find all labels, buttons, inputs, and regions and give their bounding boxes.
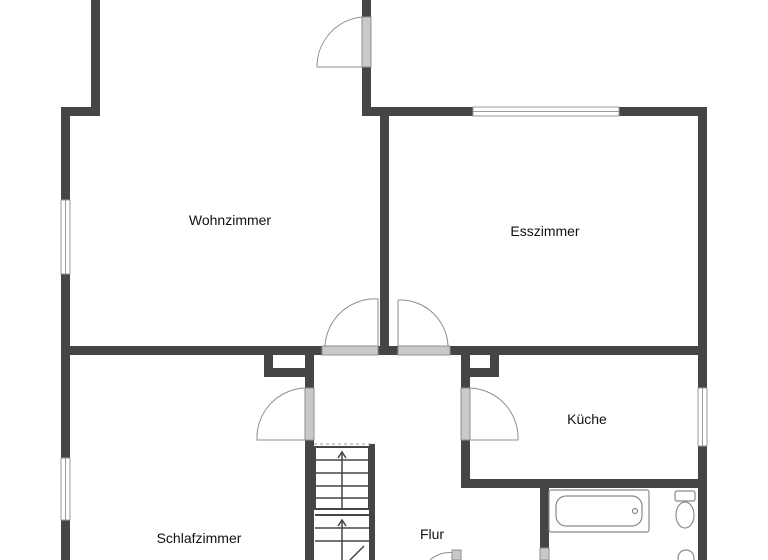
walls: [61, 0, 707, 560]
door-dining-room: [397, 345, 451, 356]
door-entrance: [361, 16, 372, 68]
room-label-wohnzimmer: Wohnzimmer: [189, 212, 272, 228]
wall-top-left-step: [61, 107, 100, 116]
wall-bedroom-hall: [305, 355, 314, 560]
doors: [256, 16, 550, 560]
toilet-tank: [674, 490, 696, 502]
bathroom-fixtures: [548, 489, 696, 560]
room-label-kueche: Küche: [567, 411, 607, 427]
door-bathroom: [539, 547, 550, 560]
room-label-flur: Flur: [420, 526, 444, 542]
staircase: [314, 443, 375, 560]
wall-bath-left: [540, 479, 549, 560]
toilet: [675, 501, 695, 529]
room-label-esszimmer: Esszimmer: [510, 223, 580, 239]
wall-top-left-vertical: [91, 0, 100, 114]
wall-stair-right: [369, 444, 375, 560]
wall-mid-horizontal: [61, 346, 707, 355]
door-hall-bottom: [429, 552, 456, 560]
wall-right-outer: [698, 107, 707, 560]
wall-living-dining: [380, 107, 389, 355]
wall-closet-right-b: [490, 355, 499, 377]
wall-left-outer: [61, 107, 70, 560]
door-kitchen: [460, 387, 471, 441]
wall-kitchen-bottom: [461, 479, 707, 488]
room-labels: Wohnzimmer Esszimmer Küche Schlafzimmer …: [157, 212, 607, 546]
room-label-schlafzimmer: Schlafzimmer: [157, 530, 242, 546]
wall-closet-right-a: [461, 368, 499, 377]
door-living-room: [321, 345, 379, 356]
door-bedroom: [304, 387, 315, 441]
sink: [677, 549, 695, 560]
wall-closet-left-a: [264, 355, 273, 377]
wall-closet-left-b: [264, 368, 314, 377]
windows: [60, 106, 708, 521]
